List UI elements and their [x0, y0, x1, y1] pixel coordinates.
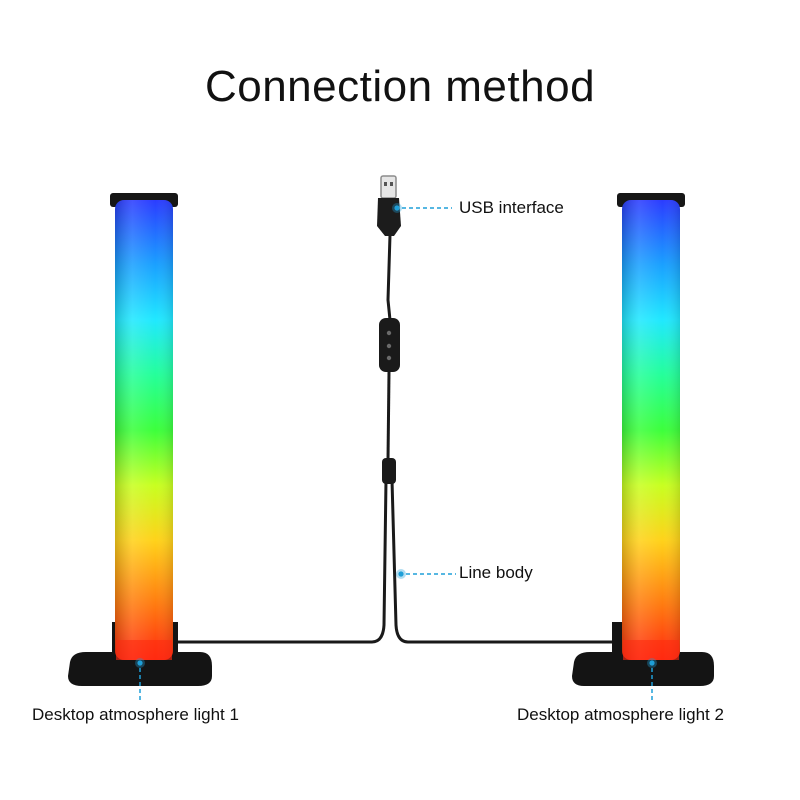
desktop-light-1 [68, 193, 212, 686]
callout-light-1 [135, 658, 145, 702]
page-title: Connection method [204, 62, 596, 111]
desktop-light-2 [572, 193, 714, 686]
line-body-label: Line body [459, 563, 533, 582]
callout-light-2 [647, 658, 657, 702]
usb-connector [377, 175, 401, 236]
light-1-label: Desktop atmosphere light 1 [32, 705, 239, 724]
usb-interface-label: USB interface [459, 198, 564, 217]
callout-usb [392, 203, 452, 213]
callout-line [396, 569, 456, 579]
light-2-label: Desktop atmosphere light 2 [517, 705, 724, 724]
controller [379, 318, 400, 372]
cable [176, 234, 612, 644]
cable-splitter [382, 458, 396, 484]
